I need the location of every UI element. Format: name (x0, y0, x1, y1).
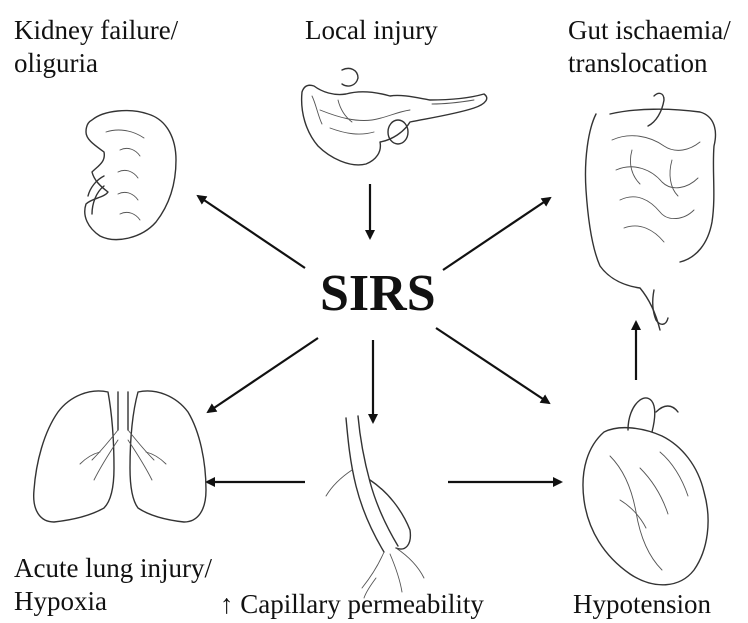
intestine-icon (585, 93, 715, 330)
lungs-icon (34, 391, 206, 522)
kidney-icon (85, 111, 176, 240)
arrow-sirs-to-lung (208, 338, 318, 412)
arrow-sirs-to-kidney (198, 196, 305, 268)
pancreas-icon (302, 68, 487, 164)
arrows (198, 184, 636, 482)
arrow-sirs-to-gut (443, 198, 550, 270)
heart-icon (583, 398, 708, 585)
blood-vessel-icon (326, 416, 424, 598)
arrow-sirs-to-heart (436, 328, 549, 403)
